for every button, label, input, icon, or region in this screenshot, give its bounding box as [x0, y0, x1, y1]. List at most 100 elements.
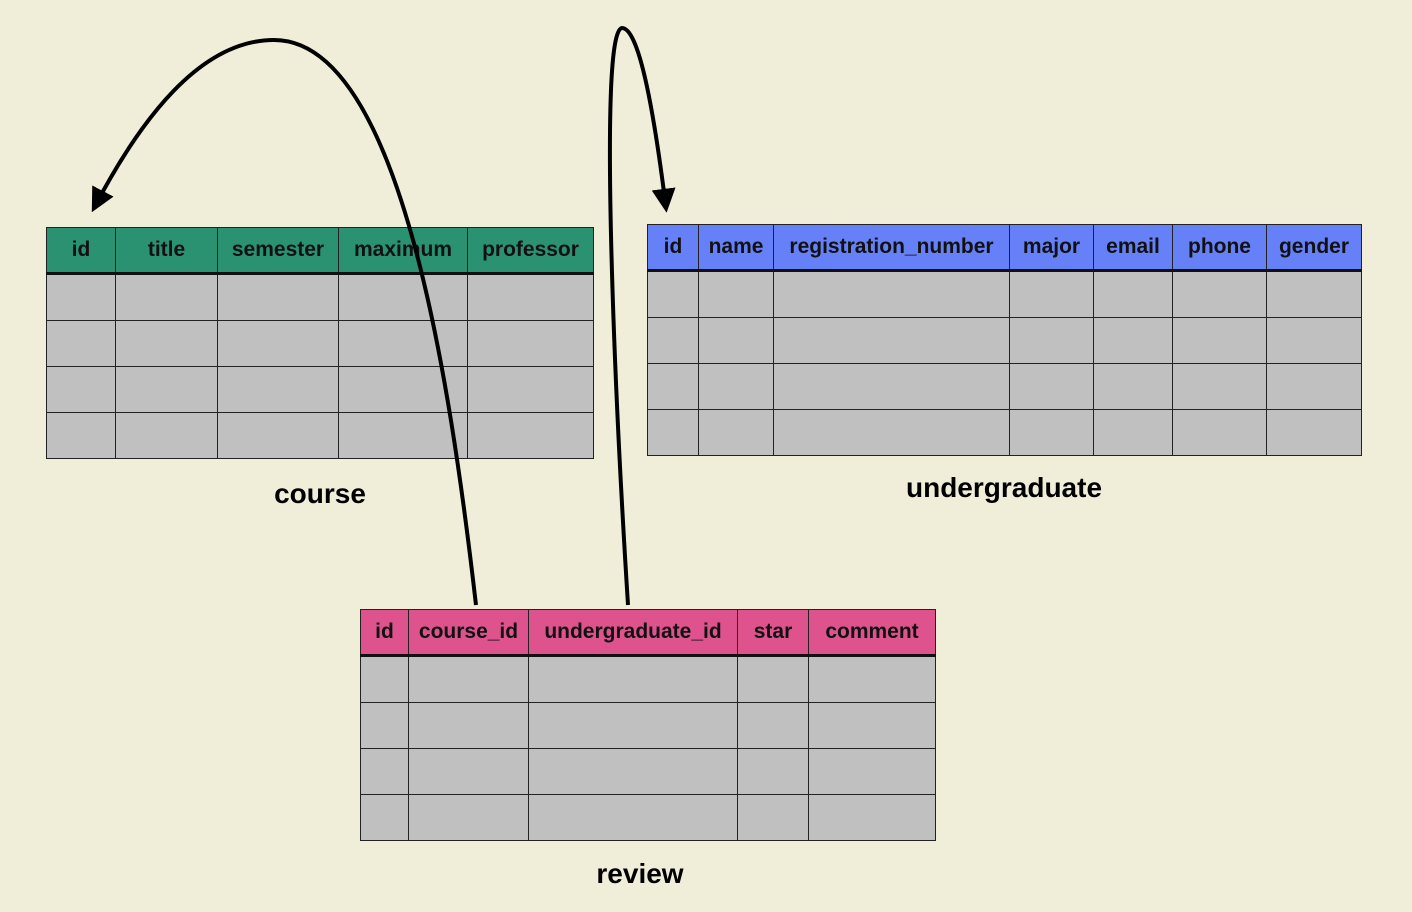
table-cell [1009, 270, 1094, 318]
table-cell [647, 270, 699, 318]
table-cell [647, 409, 699, 456]
table-row [647, 270, 1362, 318]
column-header: professor [467, 227, 594, 275]
table-cell [737, 702, 809, 749]
column-header: course_id [408, 609, 529, 657]
table-cell [773, 409, 1010, 456]
column-header: title [115, 227, 218, 275]
table-row [46, 366, 594, 413]
table-cell [528, 702, 738, 749]
column-header: name [698, 224, 774, 272]
course-table: id title semester maximum professor [46, 227, 594, 459]
table-cell [737, 794, 809, 841]
table-cell [360, 702, 409, 749]
table-cell [1093, 270, 1173, 318]
table-cell [808, 655, 936, 703]
table-cell [467, 412, 594, 459]
table-cell [737, 655, 809, 703]
table-cell [338, 320, 468, 367]
table-cell [467, 273, 594, 321]
table-cell [46, 273, 116, 321]
column-header: semester [217, 227, 339, 275]
table-cell [217, 320, 339, 367]
table-cell [467, 366, 594, 413]
table-cell [467, 320, 594, 367]
table-row [360, 702, 936, 749]
table-label-undergraduate: undergraduate [905, 472, 1103, 503]
table-cell [115, 412, 218, 459]
table-cell [338, 366, 468, 413]
table-cell [1266, 317, 1362, 364]
table-row [360, 655, 936, 703]
table-cell [115, 273, 218, 321]
table-cell [46, 320, 116, 367]
table-cell [773, 317, 1010, 364]
table-cell [46, 412, 116, 459]
column-header: phone [1172, 224, 1267, 272]
table-cell [647, 317, 699, 364]
column-header: registration_number [773, 224, 1010, 272]
table-cell [408, 702, 529, 749]
table-cell [1172, 270, 1267, 318]
column-header: undergraduate_id [528, 609, 738, 657]
column-header: major [1009, 224, 1094, 272]
table-cell [217, 273, 339, 321]
table-header-row: id course_id undergraduate_id star comme… [360, 609, 936, 657]
table-cell [1172, 363, 1267, 410]
table-cell [737, 748, 809, 795]
table-cell [773, 363, 1010, 410]
column-header: email [1093, 224, 1173, 272]
table-cell [698, 317, 774, 364]
table-cell [408, 794, 529, 841]
table-row [647, 317, 1362, 364]
table-cell [698, 270, 774, 318]
table-cell [1266, 409, 1362, 456]
review-table: id course_id undergraduate_id star comme… [360, 609, 936, 841]
table-cell [360, 655, 409, 703]
table-cell [217, 366, 339, 413]
table-cell [1093, 317, 1173, 364]
table-cell [115, 320, 218, 367]
table-header-row: id name registration_number major email … [647, 224, 1362, 272]
table-cell [338, 412, 468, 459]
table-cell [698, 409, 774, 456]
table-row [46, 273, 594, 321]
table-cell [338, 273, 468, 321]
table-row [647, 409, 1362, 456]
table-cell [773, 270, 1010, 318]
column-header: id [46, 227, 116, 275]
table-header-row: id title semester maximum professor [46, 227, 594, 275]
table-row [46, 412, 594, 459]
table-row [647, 363, 1362, 410]
column-header: gender [1266, 224, 1362, 272]
table-cell [528, 794, 738, 841]
table-cell [528, 655, 738, 703]
table-cell [360, 748, 409, 795]
undergraduate-table: id name registration_number major email … [647, 224, 1362, 456]
table-cell [1266, 270, 1362, 318]
table-label-review: review [596, 858, 684, 889]
table-cell [808, 794, 936, 841]
table-row [360, 748, 936, 795]
table-cell [1172, 409, 1267, 456]
column-header: id [360, 609, 409, 657]
table-cell [408, 655, 529, 703]
column-header: id [647, 224, 699, 272]
table-cell [408, 748, 529, 795]
table-cell [360, 794, 409, 841]
table-label-course: course [274, 478, 366, 509]
table-cell [808, 748, 936, 795]
table-row [46, 320, 594, 367]
table-cell [115, 366, 218, 413]
table-cell [698, 363, 774, 410]
table-cell [46, 366, 116, 413]
table-cell [1009, 363, 1094, 410]
table-cell [1093, 363, 1173, 410]
column-header: comment [808, 609, 936, 657]
table-cell [217, 412, 339, 459]
table-cell [647, 363, 699, 410]
table-cell [1172, 317, 1267, 364]
table-cell [1266, 363, 1362, 410]
table-cell [1009, 317, 1094, 364]
table-cell [808, 702, 936, 749]
